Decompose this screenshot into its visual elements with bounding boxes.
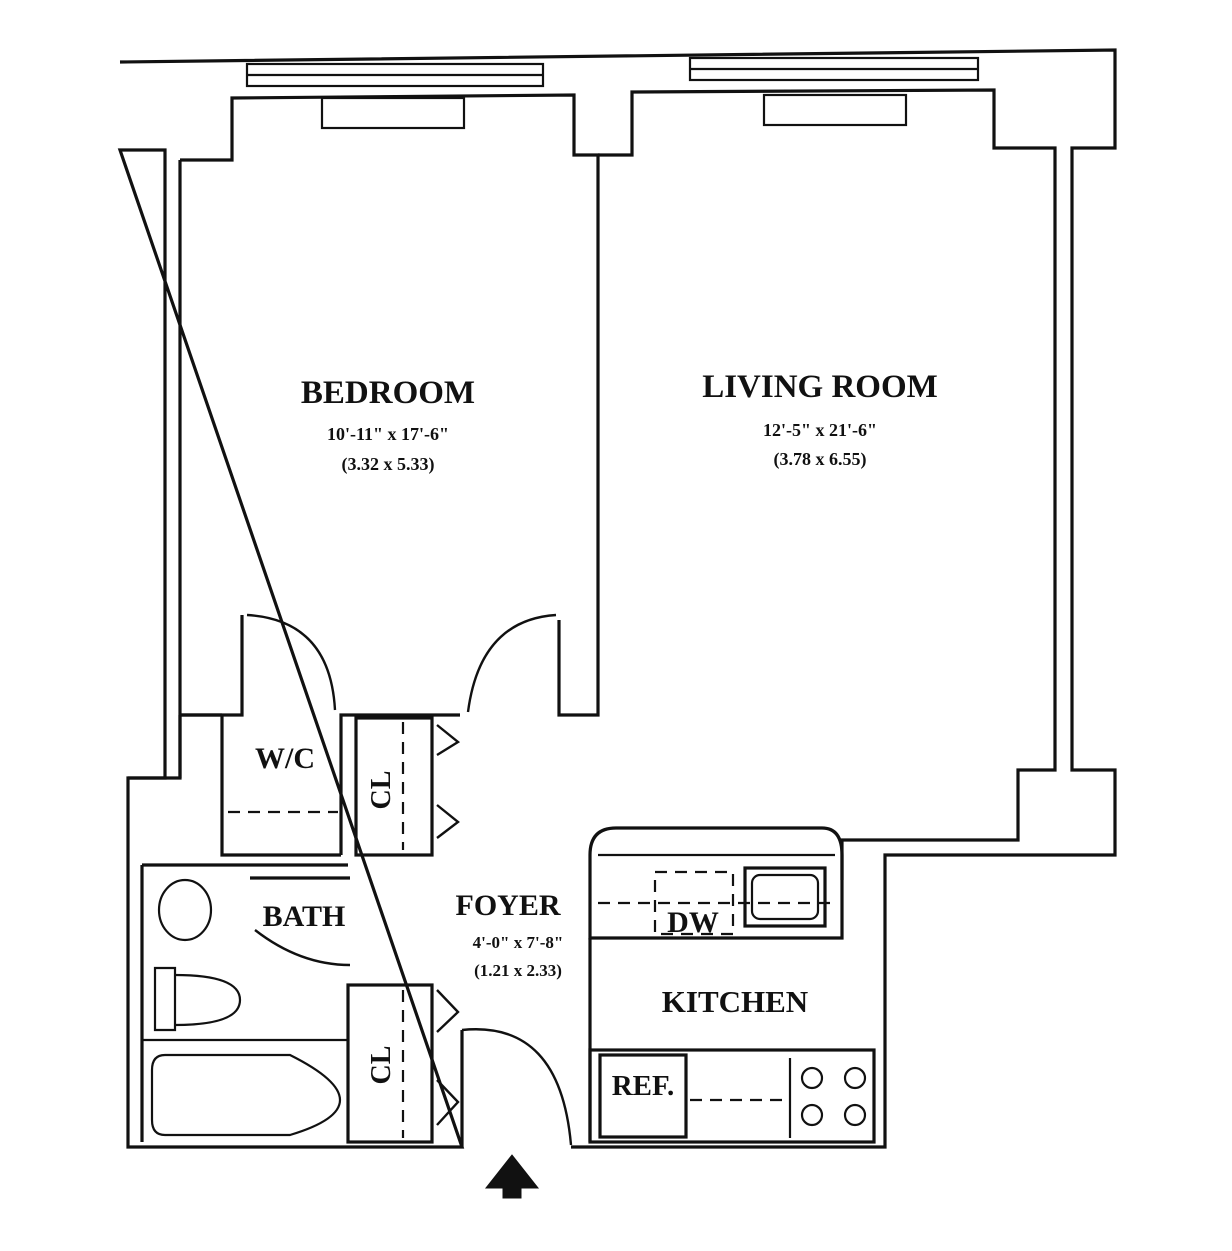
sink-icon: [157, 878, 213, 942]
exterior-walls: [117, 48, 1117, 1149]
bedroom-dim-imperial: 10'-11" x 17'-6": [327, 424, 449, 444]
kitchen-label: KITCHEN: [662, 984, 808, 1019]
living-room-dim-metric: (3.78 x 6.55): [774, 449, 867, 470]
living-room-dim-imperial: 12'-5" x 21'-6": [763, 420, 877, 440]
entry-arrow-icon: [484, 1154, 540, 1199]
closet-lower-label: CL: [366, 1046, 397, 1085]
refrigerator-label: REF.: [612, 1070, 675, 1102]
foyer-dim-metric: (1.21 x 2.33): [474, 961, 562, 980]
interior-walls: [128, 615, 876, 1144]
tub-icon: [150, 1053, 342, 1137]
dishwasher-label: DW: [667, 906, 719, 939]
foyer-label: FOYER: [456, 889, 561, 922]
closet-upper-label: CL: [366, 771, 397, 810]
foyer-dim-imperial: 4'-0" x 7'-8": [473, 933, 564, 952]
living-room-label: LIVING ROOM: [702, 369, 938, 405]
doors: [246, 613, 573, 1147]
bath-fixtures: [150, 878, 342, 1137]
bath-label: BATH: [263, 900, 346, 933]
bedroom-label: BEDROOM: [301, 375, 475, 411]
toilet-icon: [153, 966, 177, 1032]
wc-label: W/C: [255, 742, 315, 775]
bedroom-dim-metric: (3.32 x 5.33): [342, 454, 435, 475]
